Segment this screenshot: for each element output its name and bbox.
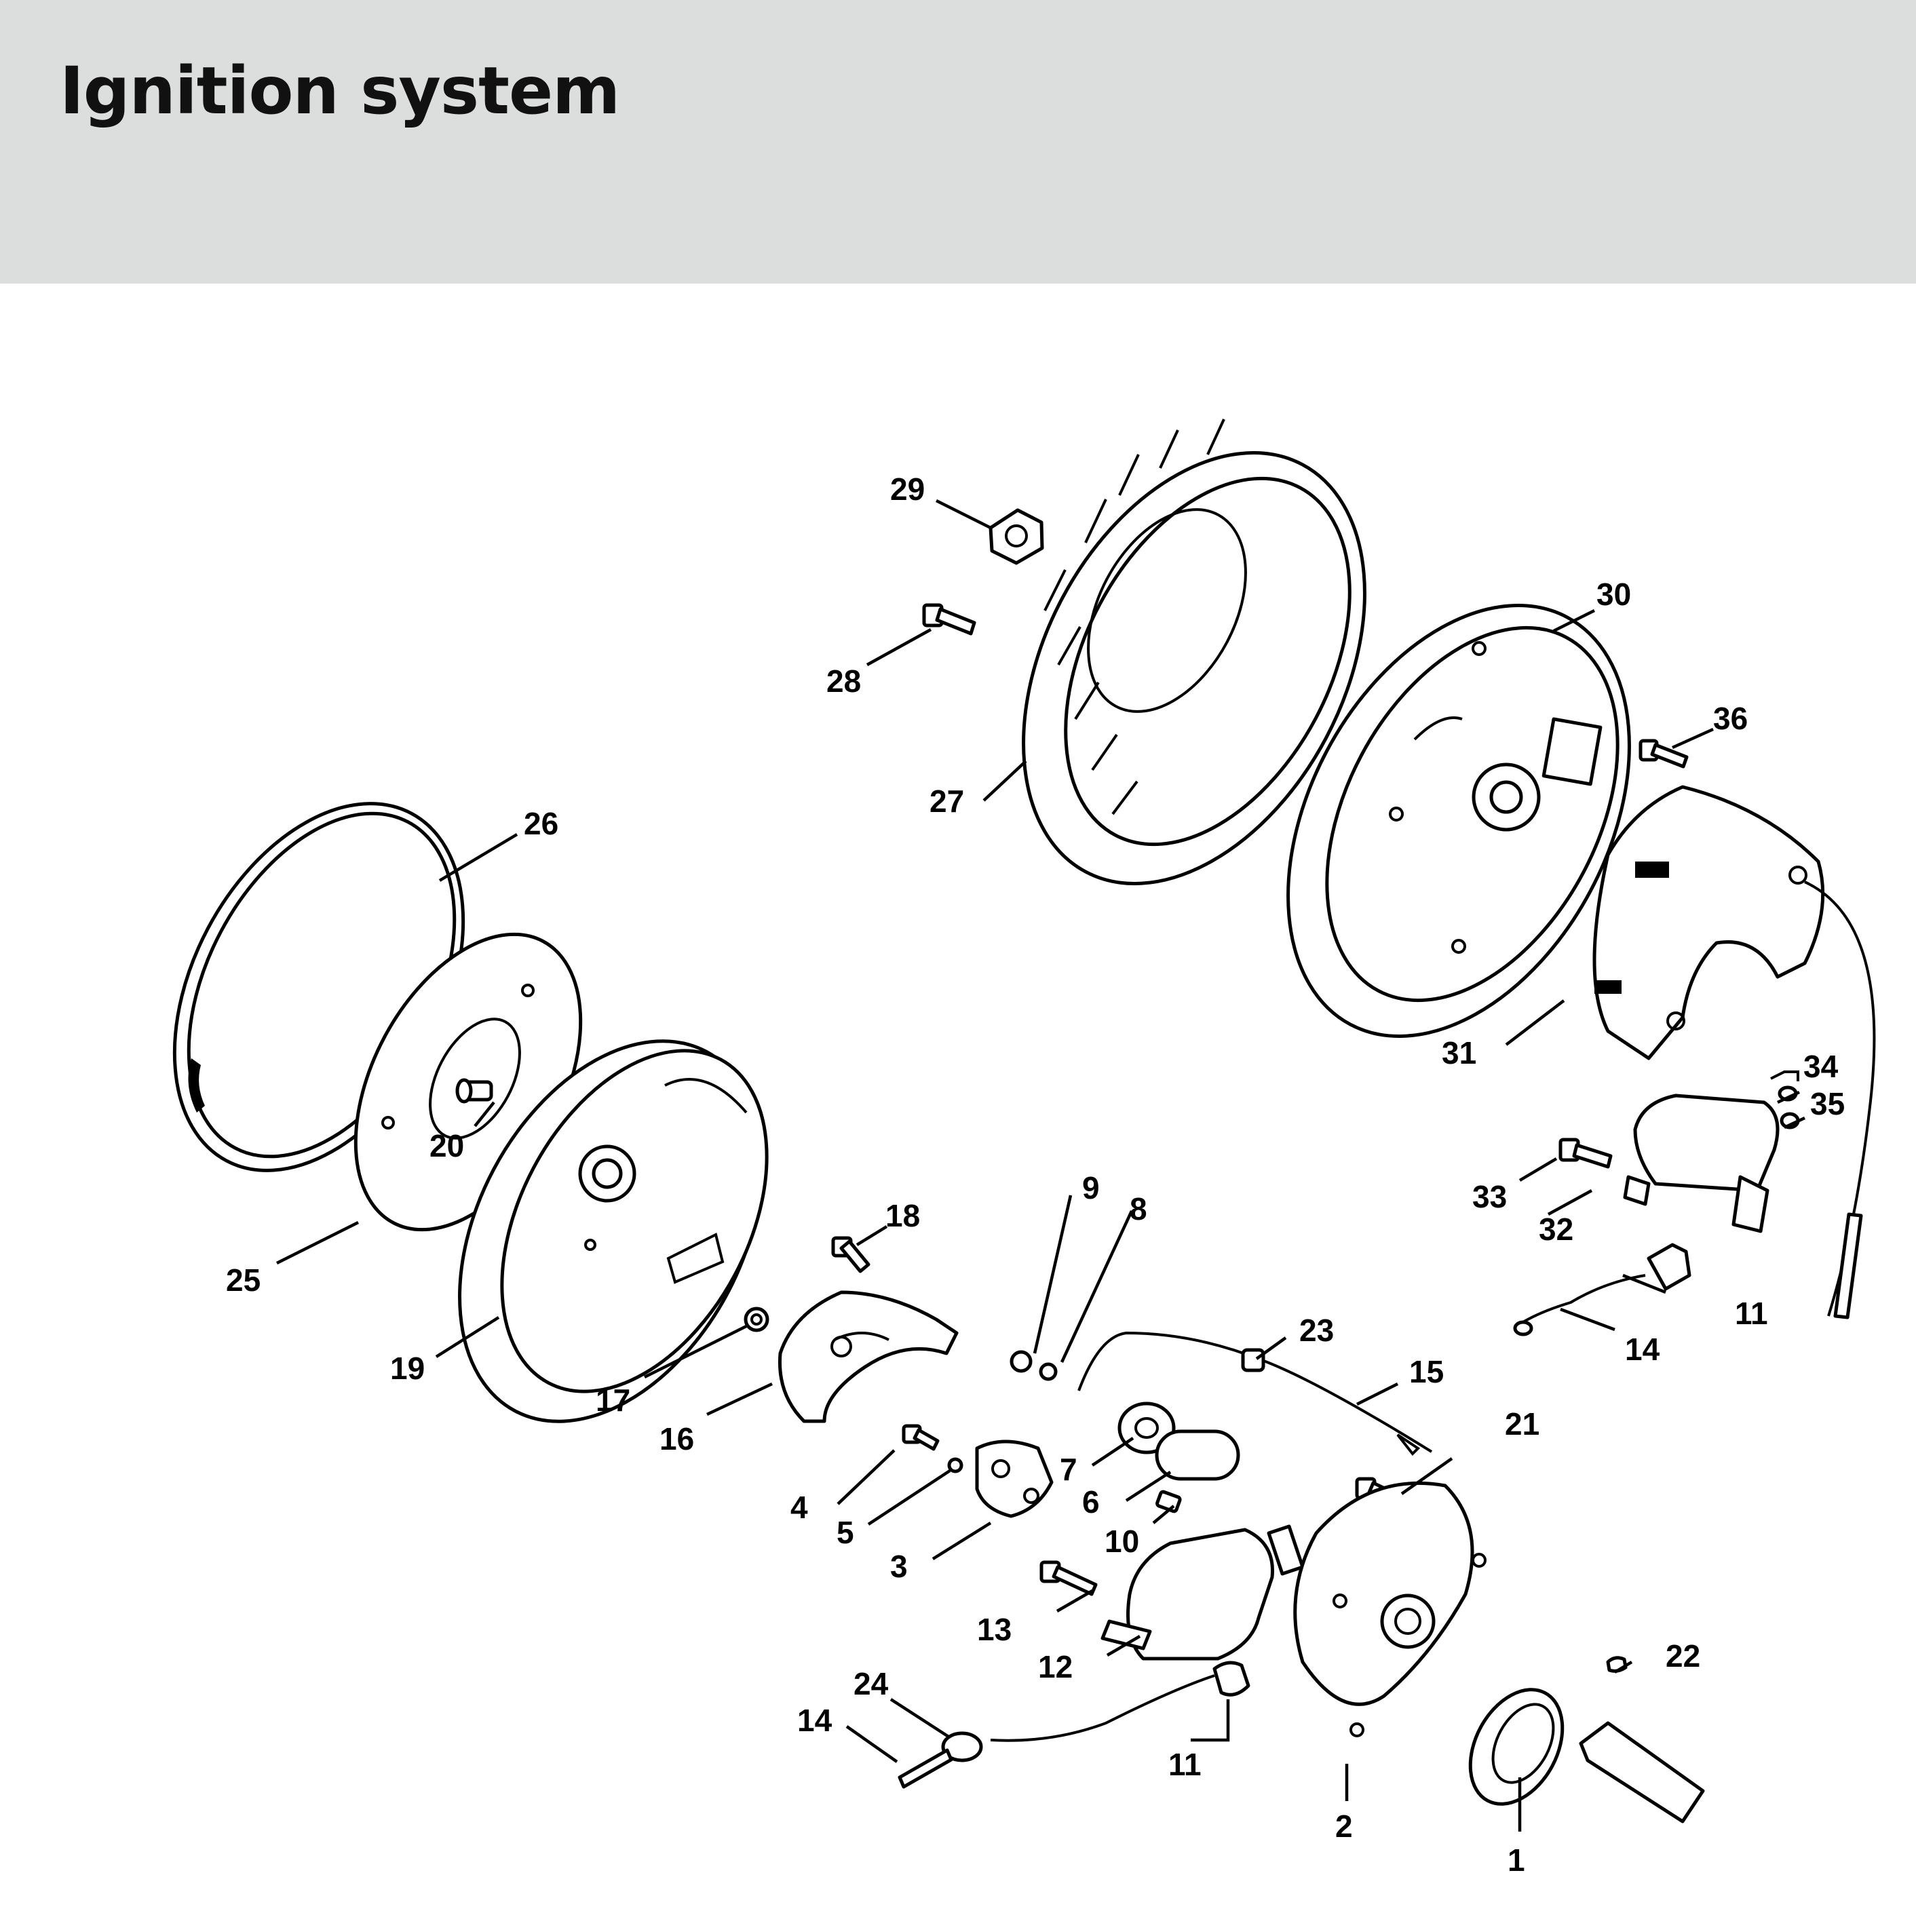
callout-27: 27	[930, 784, 964, 819]
callout-28: 28	[826, 663, 861, 699]
part-11-14-24-left-lead	[898, 1661, 1250, 1789]
part-2-magneto-base	[1293, 1481, 1487, 1737]
part-9-nut	[1010, 1350, 1033, 1373]
part-5-washer	[947, 1457, 963, 1473]
callout-30: 30	[1596, 577, 1631, 612]
callout-16: 16	[659, 1421, 694, 1456]
callout-9: 9	[1082, 1170, 1100, 1205]
part-29-hex-nut	[989, 508, 1044, 565]
wire-terminal	[1833, 1212, 1863, 1319]
part-28-screw	[922, 603, 976, 636]
callout-14-upper: 14	[1625, 1332, 1660, 1367]
callout-34: 34	[1803, 1049, 1839, 1084]
callout-33: 33	[1472, 1179, 1507, 1214]
part-15-wire	[1077, 1331, 1433, 1456]
callout-22: 22	[1666, 1638, 1700, 1674]
part-19-rotor	[458, 1039, 769, 1423]
part-23-grommet	[1241, 1348, 1265, 1372]
callout-19: 19	[390, 1351, 425, 1386]
callout-15: 15	[1409, 1354, 1444, 1389]
callout-36: 36	[1713, 701, 1748, 736]
callout-31: 31	[1442, 1035, 1476, 1070]
part-33-screw	[1558, 1138, 1613, 1169]
part-36-screw	[1639, 739, 1689, 769]
callout-11-upper: 11	[1735, 1296, 1768, 1331]
part-8-washer	[1039, 1362, 1058, 1381]
callout-24: 24	[854, 1666, 889, 1701]
part-18-screw	[831, 1236, 870, 1273]
part-4-screw	[902, 1424, 940, 1451]
callout-10: 10	[1105, 1524, 1139, 1559]
callout-20: 20	[429, 1128, 464, 1163]
part-31-coil-housing	[1592, 785, 1825, 1060]
callout-26: 26	[524, 806, 558, 841]
callout-6: 6	[1082, 1484, 1100, 1520]
callout-29: 29	[890, 471, 925, 507]
part-12-ignition-coil	[1100, 1524, 1305, 1661]
callout-21: 21	[1505, 1406, 1539, 1442]
leader-lines	[275, 499, 1805, 1832]
callout-4: 4	[790, 1490, 808, 1525]
callout-32: 32	[1539, 1212, 1573, 1247]
page-title: Ignition system	[60, 53, 620, 129]
callout-2: 2	[1335, 1809, 1353, 1844]
part-1-seal-ring	[1468, 1688, 1565, 1806]
part-17-nut	[744, 1307, 769, 1332]
callout-labels: 1 2 3 4 5 6 7 8 9 10 11 11 12 13 14 14 1…	[226, 471, 1845, 1878]
callout-18: 18	[885, 1198, 920, 1233]
part-3-breaker-plate	[975, 1440, 1054, 1518]
spark-plug-terminal	[1579, 1721, 1705, 1823]
callout-8: 8	[1130, 1191, 1147, 1226]
part-16-generator-coil	[778, 1290, 959, 1423]
callout-35: 35	[1810, 1086, 1845, 1121]
part-13-screw	[1039, 1560, 1098, 1596]
callout-12: 12	[1038, 1649, 1073, 1684]
callout-3: 3	[890, 1549, 908, 1584]
callout-7: 7	[1060, 1452, 1077, 1487]
callout-25: 25	[226, 1262, 261, 1298]
part-32-ignition-coil	[1623, 1094, 1780, 1233]
callout-5: 5	[837, 1515, 854, 1550]
part-20-stud	[455, 1078, 493, 1104]
part-30-base-plate	[1286, 604, 1631, 1038]
part-6-condenser	[1155, 1429, 1240, 1481]
part-10-clip	[1155, 1490, 1182, 1513]
callout-23: 23	[1299, 1313, 1334, 1348]
callout-11-lower: 11	[1168, 1747, 1202, 1782]
callout-13: 13	[977, 1612, 1012, 1647]
callout-17: 17	[596, 1383, 630, 1418]
part-27-fan-flywheel	[1022, 419, 1366, 885]
callout-14-lower: 14	[797, 1703, 832, 1738]
part-22-key	[1606, 1656, 1628, 1673]
header-band: Ignition system	[0, 0, 1916, 284]
part-11-14-right-lead	[1513, 1243, 1691, 1336]
callout-1: 1	[1508, 1842, 1525, 1878]
